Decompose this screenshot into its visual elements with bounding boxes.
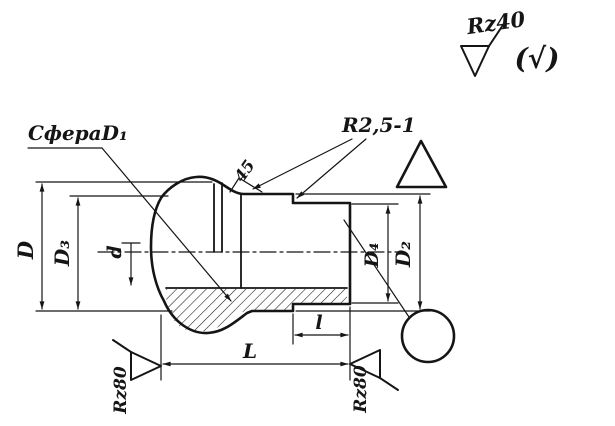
dim-label-d: d bbox=[104, 245, 126, 258]
detail-leader bbox=[343, 219, 410, 318]
part-outline bbox=[149, 175, 352, 335]
chamfer-tick bbox=[229, 177, 263, 193]
radius-leader-2 bbox=[296, 138, 367, 199]
general-roughness-label: Rz40 bbox=[464, 6, 527, 39]
radius-leader-1 bbox=[252, 138, 353, 190]
roughness-check-left-icon bbox=[112, 339, 162, 381]
detail-circle bbox=[400, 308, 456, 364]
radius-label: R2,5-1 bbox=[341, 113, 416, 137]
hatch-section bbox=[166, 289, 347, 332]
triangle-symbol bbox=[395, 139, 448, 189]
roughness-right-label: Rz80 bbox=[351, 365, 371, 414]
dim-label-D3: D₃ bbox=[50, 240, 74, 267]
sphere-leader bbox=[101, 147, 232, 302]
dim-label-D2: D₂ bbox=[391, 241, 415, 268]
dim-label-L: L bbox=[242, 339, 257, 363]
sphere-label: СфераD₁ bbox=[28, 121, 128, 145]
roughness-left-label: Rz80 bbox=[111, 366, 131, 415]
dim-label-D: D bbox=[13, 240, 38, 260]
roughness-check-right-icon bbox=[349, 349, 399, 391]
dim-label-l: l bbox=[315, 312, 322, 334]
dim-label-D4: D₄ bbox=[361, 243, 383, 269]
roughness-check-icon bbox=[460, 21, 506, 77]
general-roughness-check-label: (√) bbox=[515, 42, 560, 75]
chamfer-label: 45 bbox=[230, 156, 258, 185]
